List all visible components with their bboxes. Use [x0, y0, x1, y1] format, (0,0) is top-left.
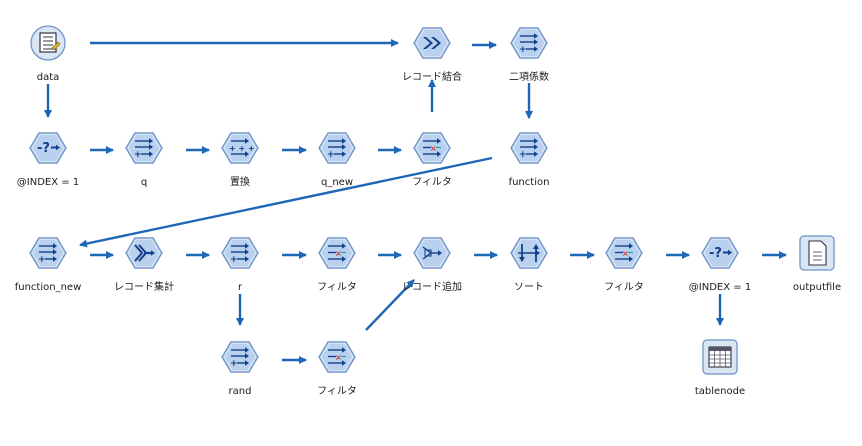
edge-function-to-function_new	[79, 156, 493, 248]
node-label: フィルタ	[317, 281, 357, 293]
filter-icon: ×	[605, 237, 643, 269]
node-filter4[interactable]: × フィルタ	[317, 341, 357, 397]
node-filter3[interactable]: × フィルタ	[604, 237, 644, 293]
svg-text:+: +	[134, 150, 142, 160]
node-label: レコード集計	[114, 280, 174, 293]
edge-filter4-to-append	[365, 279, 415, 331]
connections-layer	[44, 39, 787, 364]
node-append[interactable]: レコード追加	[402, 237, 462, 293]
node-filter1[interactable]: × フィルタ	[412, 132, 452, 188]
node-label: q	[141, 177, 147, 188]
node-label: @INDEX = 1	[689, 282, 751, 293]
node-r[interactable]: +r	[221, 237, 259, 293]
node-label: フィルタ	[317, 385, 357, 397]
node-label: function	[509, 177, 550, 188]
document-source-icon	[30, 25, 66, 61]
node-rand[interactable]: + rand	[221, 341, 259, 397]
derive-icon: +	[29, 237, 67, 269]
filter-icon: ×	[318, 237, 356, 269]
svg-text:-?: -?	[37, 141, 50, 156]
svg-text:-?: -?	[709, 246, 722, 261]
aggregate-icon	[125, 237, 163, 269]
svg-text:+: +	[38, 255, 46, 265]
node-function[interactable]: + function	[509, 132, 550, 188]
node-select1[interactable]: -? @INDEX = 1	[17, 132, 79, 188]
filter-icon: ×	[318, 341, 356, 373]
node-label: レコード追加	[402, 280, 462, 293]
node-data[interactable]: data	[30, 25, 66, 83]
node-label: フィルタ	[412, 176, 452, 188]
sort-icon	[510, 237, 548, 269]
node-label: ソート	[514, 282, 544, 293]
append-icon	[413, 237, 451, 269]
table-icon	[702, 339, 738, 375]
derive-icon: +	[510, 27, 548, 59]
node-q-new[interactable]: + q_new	[318, 132, 356, 188]
derive-icon: +	[221, 341, 259, 373]
node-label: @INDEX = 1	[17, 177, 79, 188]
node-label: tablenode	[695, 386, 745, 397]
select-icon: -?	[701, 237, 739, 269]
node-select2[interactable]: -? @INDEX = 1	[689, 237, 751, 293]
svg-text:+: +	[327, 150, 335, 160]
node-filter2[interactable]: × フィルタ	[317, 237, 357, 293]
node-aggregate[interactable]: レコード集計	[114, 237, 174, 293]
node-binomial[interactable]: + 二項係数	[509, 27, 549, 83]
merge-icon	[413, 27, 451, 59]
node-label: q_new	[321, 177, 353, 188]
node-label: r	[238, 282, 243, 293]
node-sort[interactable]: ソート	[510, 237, 548, 293]
node-replace[interactable]: + + + 置換	[221, 132, 259, 188]
derive-icon: +	[125, 132, 163, 164]
node-label: 置換	[230, 176, 250, 188]
svg-text:+: +	[519, 45, 527, 55]
svg-text:×: ×	[335, 249, 342, 258]
node-label: rand	[229, 386, 252, 397]
derive-icon: +	[510, 132, 548, 164]
svg-text:+: +	[230, 255, 238, 265]
svg-text:×: ×	[335, 353, 342, 362]
derive-icon: +	[221, 237, 259, 269]
node-q[interactable]: +q	[125, 132, 163, 188]
svg-text:+: +	[230, 359, 238, 369]
file-output-icon	[799, 235, 835, 271]
node-label: フィルタ	[604, 281, 644, 293]
svg-text:×: ×	[430, 144, 437, 153]
node-label: function_new	[15, 282, 82, 293]
svg-text:+ + +: + + +	[229, 144, 255, 153]
node-tablenode[interactable]: tablenode	[695, 339, 745, 397]
node-outputfile[interactable]: outputfile	[793, 235, 841, 293]
svg-text:+: +	[519, 150, 527, 160]
select-icon: -?	[29, 132, 67, 164]
node-label: data	[37, 72, 60, 83]
node-label: outputfile	[793, 282, 841, 293]
fill-icon: + + +	[221, 132, 259, 164]
node-function-new[interactable]: + function_new	[15, 237, 82, 293]
node-label: レコード結合	[402, 70, 462, 83]
derive-icon: +	[318, 132, 356, 164]
node-merge[interactable]: レコード結合	[402, 27, 462, 83]
svg-text:×: ×	[622, 249, 629, 258]
node-label: 二項係数	[509, 70, 549, 83]
filter-icon: ×	[413, 132, 451, 164]
